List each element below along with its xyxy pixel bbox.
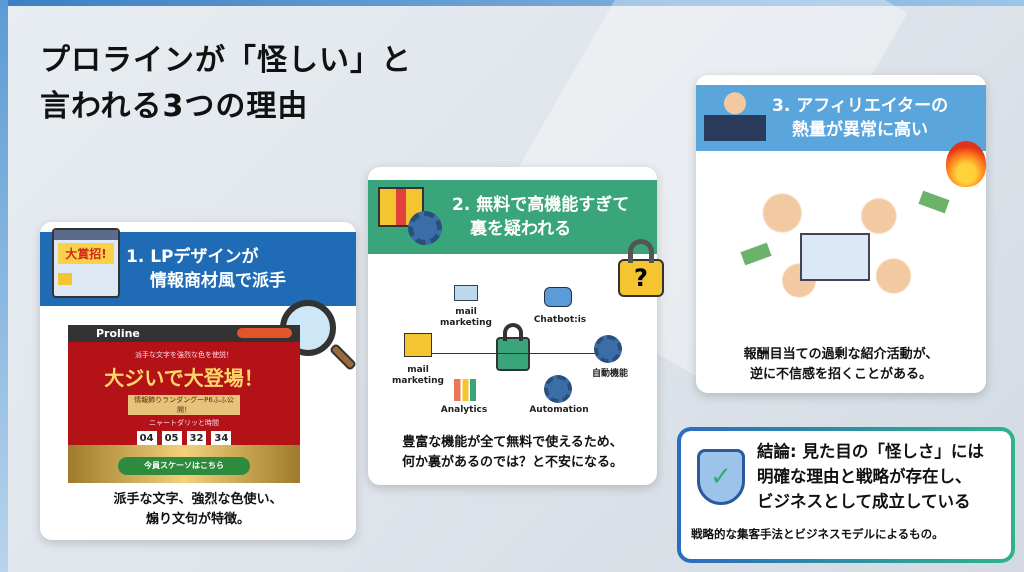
shield-check-icon: ✓ bbox=[697, 449, 745, 505]
affiliate-megaphone-icon bbox=[704, 83, 766, 141]
feature-label: Analytics bbox=[440, 405, 488, 415]
card-affiliate: 3. アフィリエイターの 熱量が異常に高い 報酬目当ての過剰な紹介活動が、逆に不… bbox=[696, 75, 986, 393]
card-title: 裏を疑われる bbox=[470, 219, 572, 239]
top-accent-bar bbox=[0, 0, 1024, 6]
envelope-icon bbox=[454, 285, 478, 301]
feature-label: Chatbot:is bbox=[533, 315, 587, 325]
card-description: 豊富な機能が全て無料で使えるため、何か裏があるのでは？と不安になる。 bbox=[401, 435, 623, 470]
lp-tagline: 派手な文字を強烈な色を使説！ bbox=[135, 351, 233, 359]
card-title: 熱量が異常に高い bbox=[792, 120, 928, 140]
card-title: 情報商材風で派手 bbox=[150, 271, 286, 291]
card-title: 3. アフィリエイターの bbox=[772, 96, 949, 116]
feature-label: mail marketing bbox=[440, 307, 492, 328]
feature-label: 自動機能 bbox=[591, 369, 628, 379]
magnifier-handle bbox=[328, 342, 358, 372]
laptop-screen bbox=[800, 233, 870, 281]
card-free-features: 2. 無料で高機能すぎて 裏を疑われる ? mail marketing Cha… bbox=[368, 167, 664, 485]
email-at-icon bbox=[404, 333, 432, 357]
lp-cta-button: 今員スケーソはこちら bbox=[118, 457, 250, 475]
padlock-icon bbox=[496, 323, 530, 371]
browser-window-icon: 大賞招! bbox=[52, 228, 120, 298]
card-title: 1. LPデザインが bbox=[126, 247, 259, 267]
chatbot-icon bbox=[544, 287, 572, 307]
fire-icon bbox=[946, 141, 986, 187]
lp-subline: 情報飾りランダングーP6ふふ公開！ bbox=[128, 395, 240, 415]
card-description: 報酬目当ての過剰な紹介活動が、逆に不信感を招くことがある。 bbox=[743, 347, 939, 382]
lp-brand: Proline bbox=[96, 327, 140, 340]
card-lp-design: 1. LPデザインが 情報商材風で派手 大賞招! Proline 派手な文字を強… bbox=[40, 222, 358, 540]
conclusion-heading: 結論: 見た目の「怪しさ」には明確な理由と戦略が存在し、ビジネスとして成立してい… bbox=[757, 442, 984, 511]
connector-line bbox=[428, 353, 598, 354]
padlock-question-icon: ? bbox=[618, 239, 664, 297]
card-description: 派手な文字、強烈な色使い、煽り文句が特徴。 bbox=[113, 492, 283, 527]
lp-headline: 大ジいで大登場！ bbox=[104, 366, 264, 390]
lp-preview: Proline 派手な文字を強烈な色を使説！ 大ジいで大登場！ 情報飾りランダン… bbox=[68, 325, 300, 483]
conclusion-subtext: 戦略的な集客手法とビジネスモデルによるもの。 bbox=[691, 527, 944, 541]
gear-icon bbox=[408, 211, 442, 245]
automation-gear-icon bbox=[594, 335, 622, 363]
compass-gear-icon bbox=[544, 375, 572, 403]
bar-chart-icon bbox=[454, 379, 476, 401]
card-title: 2. 無料で高機能すぎて bbox=[452, 195, 630, 215]
conclusion-box: ✓ 結論: 見た目の「怪しさ」には明確な理由と戦略が存在し、ビジネスとして成立し… bbox=[677, 427, 1015, 563]
page-title: プロラインが「怪しい」と言われる3つの理由 bbox=[40, 43, 412, 124]
lp-countdown-label: ニャートダリッと時間 bbox=[149, 419, 219, 427]
left-accent-bar bbox=[0, 0, 8, 572]
feature-label: Automation bbox=[529, 405, 589, 415]
feature-label: mail marketing bbox=[392, 365, 444, 386]
